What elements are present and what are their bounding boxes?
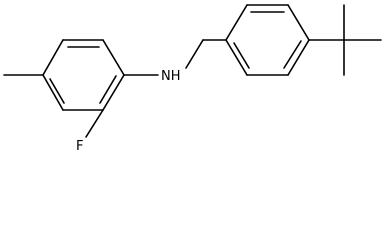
aniline-ring: [42, 39, 125, 111]
n-ch2-bond: [185, 39, 204, 69]
fluorine-bond: [85, 109, 104, 138]
bond: [225, 4, 248, 41]
nh-label: NH: [161, 69, 181, 84]
bond: [287, 4, 310, 41]
bond: [102, 74, 125, 111]
double-bond-inner: [49, 78, 65, 104]
bond: [287, 39, 310, 76]
molecule-structure: NH F: [3, 4, 382, 154]
double-bond-inner: [99, 75, 117, 104]
bond: [102, 39, 125, 76]
bond: [42, 74, 64, 111]
tert-butyl-group: [308, 4, 382, 76]
double-bond-inner: [283, 40, 302, 69]
benzyl-ring: [225, 4, 310, 76]
bond: [225, 39, 248, 76]
double-bond-inner: [233, 42, 250, 69]
fluorine-label: F: [76, 139, 83, 154]
bond: [42, 39, 64, 76]
